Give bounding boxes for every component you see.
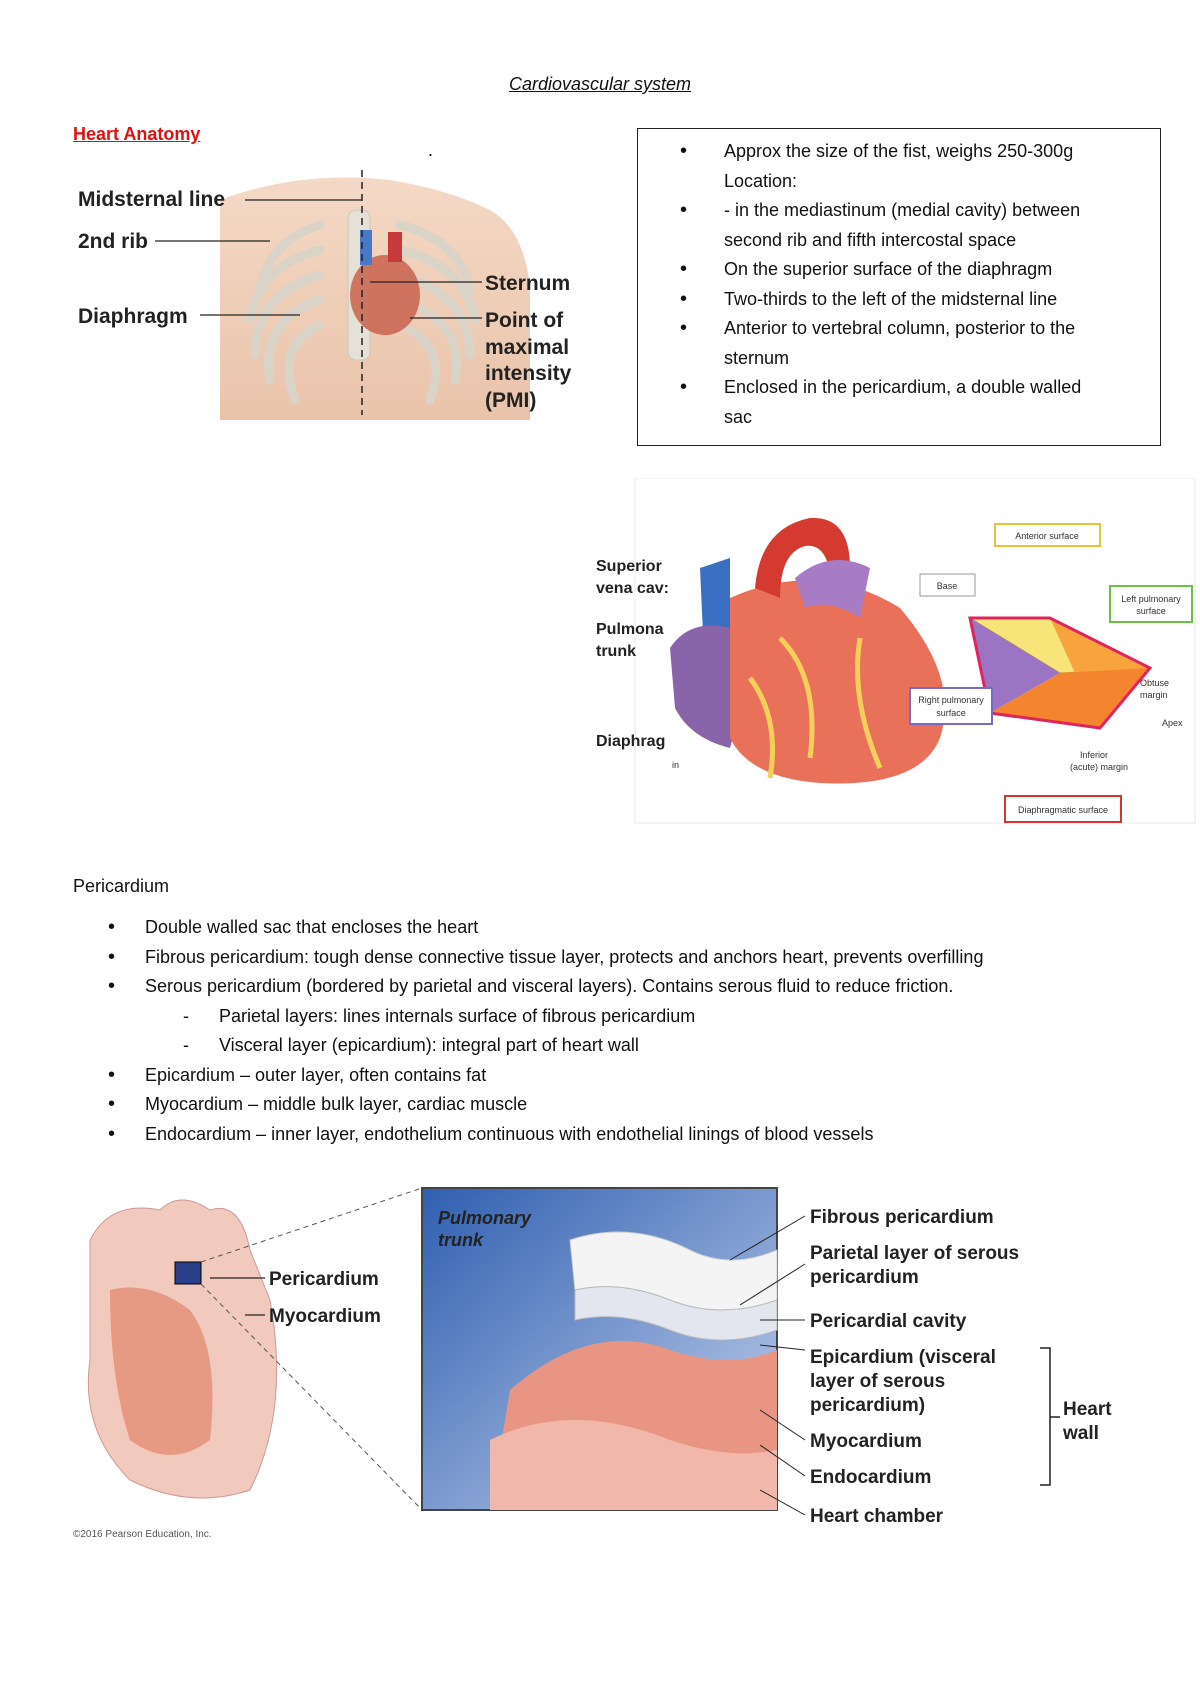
label-right-pulmonary-line1: Right pulmonary [918,695,984,705]
label-inferior-line2: (acute) margin [1070,762,1128,772]
label-svc-line2: vena cav: [596,580,669,597]
diaphragmatic-box [1004,795,1122,823]
label-base: Base [937,581,958,591]
label-left-pulmonary-line1: Left pulmonary [1121,594,1181,604]
fact-item: Anterior to vertebral column, posterior … [680,314,1160,344]
heart-chamber-area [490,1420,777,1510]
zoom-marker [174,1261,202,1285]
fact-item: Approx the size of the fist, weighs 250-… [680,137,1160,167]
stray-period: . [428,140,434,160]
myocardium-section [110,1287,213,1455]
label-pmi-line2: maximal [485,336,569,359]
label-heart-wall-line1: Heart [1063,1399,1112,1420]
coronary-vessels [747,636,883,779]
label-diaphragmatic-surface: Diaphragmatic surface [1018,805,1108,815]
copyright-notice: ©2016 Pearson Education, Inc. [73,1529,212,1540]
fact-item: - in the mediastinum (medial cavity) bet… [680,196,1160,226]
label-anterior-surface: Anterior surface [1015,531,1079,541]
label-midsternal-line: Midsternal line [78,188,225,211]
anterior-surface-box [994,523,1101,547]
fact-item: second rib and fifth intercostal space [724,229,1017,250]
label-pericardial-cavity: Pericardial cavity [810,1311,967,1332]
fact-item: On the superior surface of the diaphragm [680,255,1160,285]
label-epicardium-line2: layer of serous [810,1371,945,1392]
base-box [919,573,976,597]
heart-facts-list: Approx the size of the fist, weighs 250-… [638,137,1160,432]
section-heading-heart-anatomy: Heart Anatomy [73,124,201,144]
label-pulmonary-line1: Pulmona [596,621,664,638]
pulmonary-trunk-vessel [795,560,870,618]
list-subitem: Visceral layer (epicardium): integral pa… [73,1031,1173,1061]
label-inferior-line1: Inferior [1080,750,1108,760]
heart-wall-bracket [1040,1347,1051,1486]
fact-item: Enclosed in the pericardium, a double wa… [680,373,1160,403]
vessel-red [388,232,402,262]
pericardium-heading: Pericardium [73,876,170,896]
label-apex: Apex [1162,718,1183,728]
list-subitem: Parietal layers: lines internals surface… [73,1002,1173,1032]
label-pulmonary-line2: trunk [596,643,636,660]
heart-ventricles [730,580,945,784]
heart-shape [350,255,420,335]
list-item: Serous pericardium (bordered by parietal… [73,972,1173,1002]
figure-heart-wall-layers: Pericardium Myocardium Pulmonary trunk F… [87,1187,1112,1527]
label-obtuse-line2: margin [1140,690,1168,700]
label-diaphragm: Diaphragm [78,305,188,328]
left-pulmonary-box [1109,585,1193,623]
label-cut-fragment: in [672,760,679,770]
list-item: Myocardium – middle bulk layer, cardiac … [73,1090,1173,1120]
label-parietal-line2: pericardium [810,1267,919,1288]
label-heart-wall-line2: wall [1062,1423,1099,1444]
label-2nd-rib: 2nd rib [78,230,148,253]
label-svc-line1: Superior [596,558,662,575]
label-pmi-line1: Point of [485,309,564,332]
list-item: Fibrous pericardium: tough dense connect… [73,943,1173,973]
fact-item: sac [724,406,753,427]
pericardium-list: Double walled sac that encloses the hear… [73,913,1173,1149]
figure-heart-surfaces: Superior vena cav: Pulmona trunk Diaphra… [596,478,1196,824]
label-pulmonary-trunk-line1: Pulmonary [438,1208,532,1228]
list-item: Endocardium – inner layer, endothelium c… [73,1120,1173,1150]
fact-item: Two-thirds to the left of the midsternal… [680,285,1160,315]
right-pulmonary-box [909,687,993,725]
vessel-blue [360,230,372,265]
aorta-arch [755,517,850,598]
fact-item: Location: [724,170,798,191]
label-diaphragm-cut: Diaphrag [596,733,665,750]
list-item: Double walled sac that encloses the hear… [73,913,1173,943]
fact-item: sternum [724,347,790,368]
label-heart-chamber: Heart chamber [810,1506,944,1527]
label-right-pulmonary-line2: surface [936,708,966,718]
label-pericardium: Pericardium [269,1269,379,1290]
label-epicardium-line3: pericardium) [810,1395,925,1416]
label-fibrous-pericardium: Fibrous pericardium [810,1207,994,1228]
label-pmi-line4: (PMI) [485,389,536,412]
label-left-pulmonary-line2: surface [1136,606,1166,616]
label-endocardium: Endocardium [810,1467,931,1488]
label-obtuse-line1: Obtuse [1140,678,1169,688]
label-parietal-line1: Parietal layer of serous [810,1243,1019,1264]
inferior-surface-shape [990,668,1150,728]
label-myocardium: Myocardium [269,1306,381,1327]
heart-facts-box: Approx the size of the fist, weighs 250-… [637,128,1161,446]
label-sternum: Sternum [485,272,570,295]
label-pulmonary-trunk-line2: trunk [438,1230,484,1250]
label-pmi-line3: intensity [485,362,572,385]
document-title: Cardiovascular system [508,74,692,94]
serous-layer [574,1286,778,1341]
right-atrium [670,625,740,748]
label-epicardium-line1: Epicardium (visceral [810,1347,996,1368]
figure-chest-heart-location: Midsternal line 2nd rib Diaphragm Sternu… [78,170,572,420]
list-item: Epicardium – outer layer, often contains… [73,1061,1173,1091]
label-myocardium-layer: Myocardium [810,1431,922,1452]
